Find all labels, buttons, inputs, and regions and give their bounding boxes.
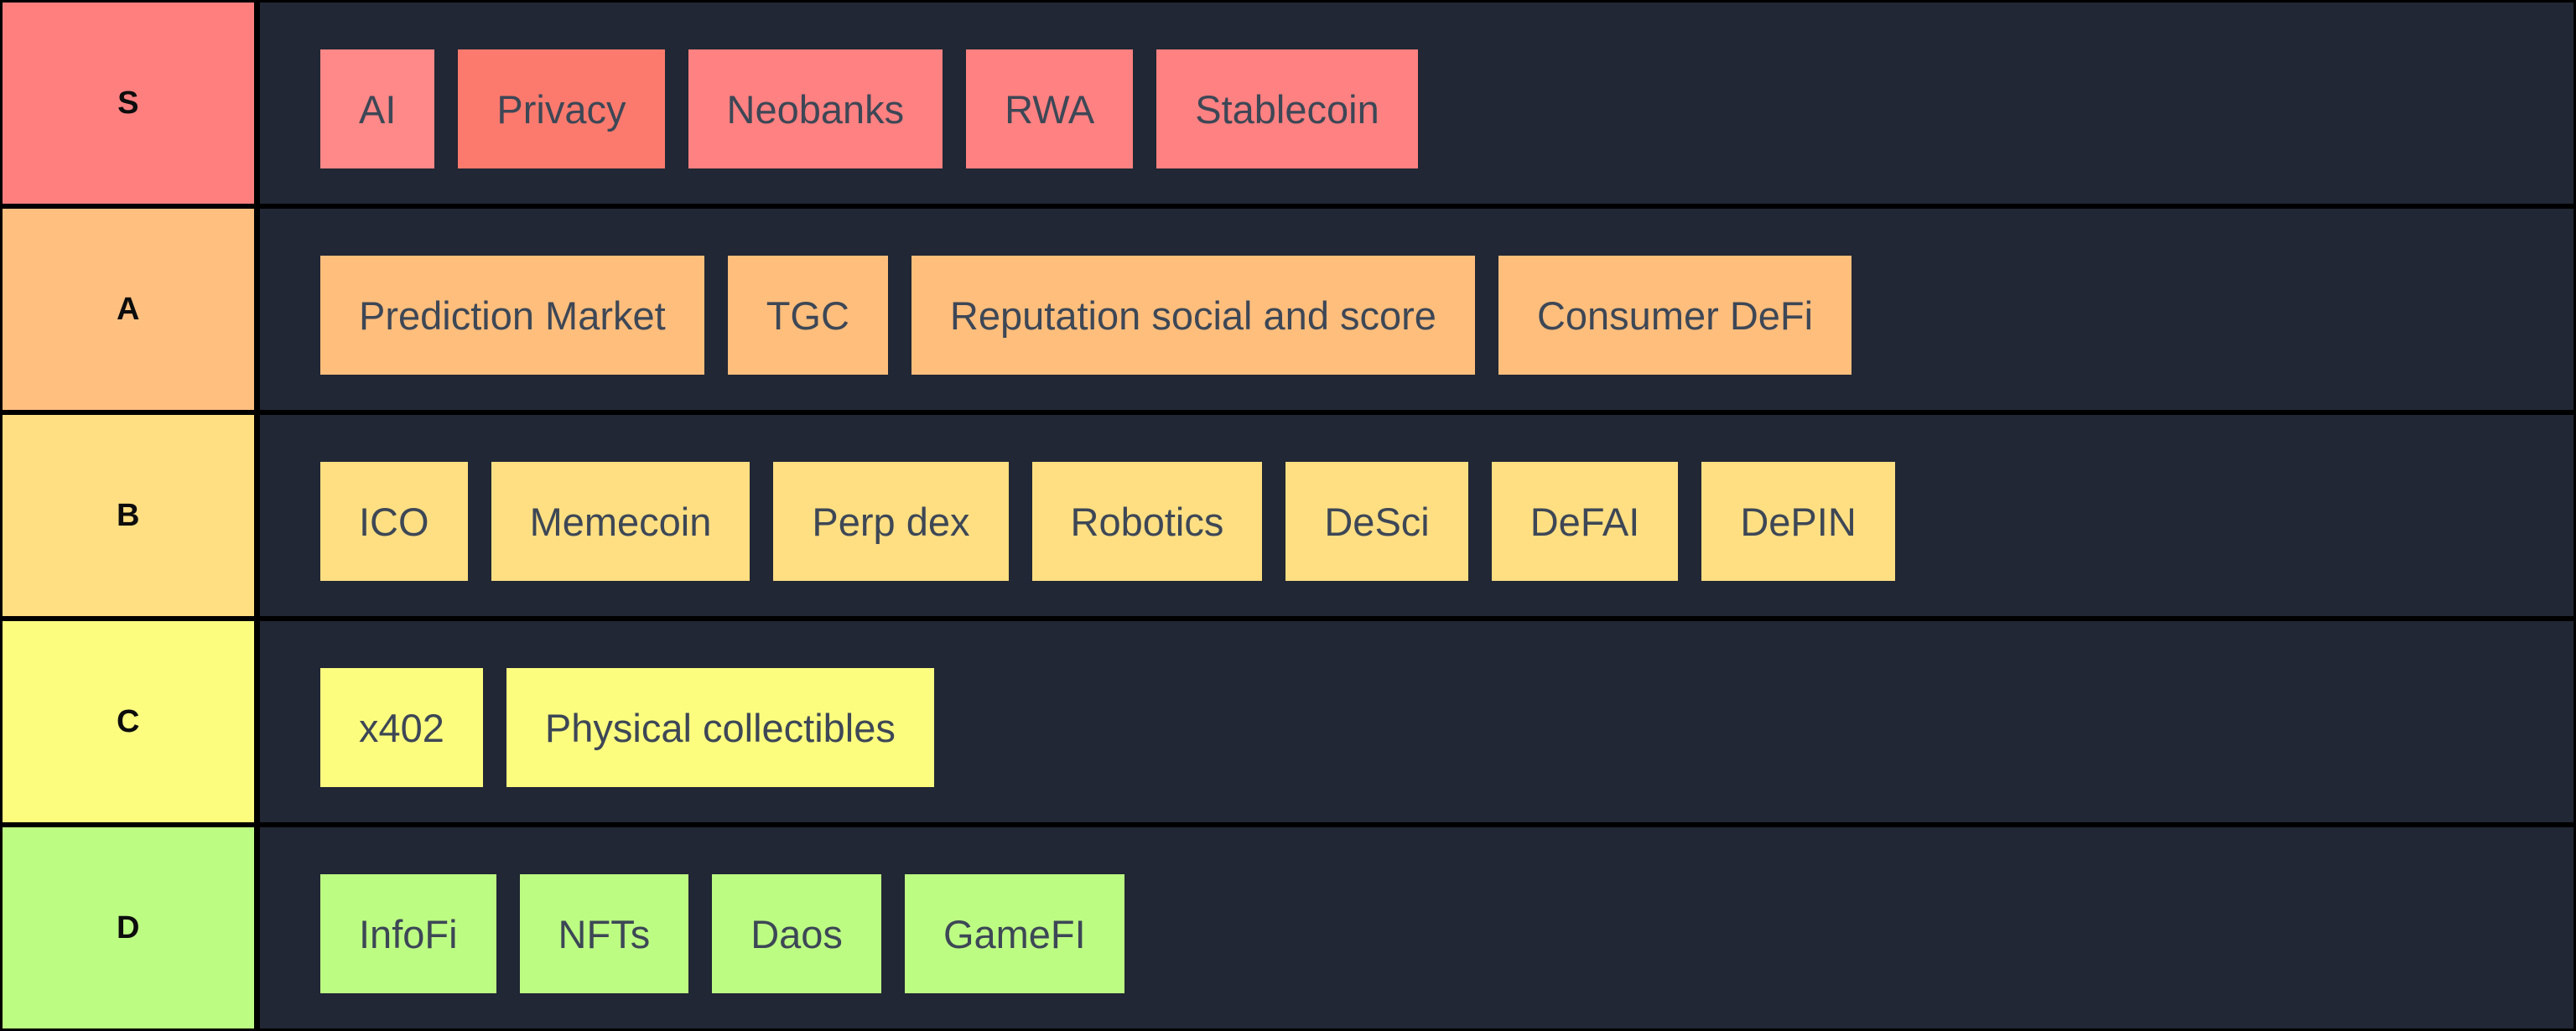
tier-item[interactable]: Physical collectibles xyxy=(506,668,934,787)
tier-item[interactable]: DeFAI xyxy=(1491,462,1679,581)
tier-item[interactable]: Stablecoin xyxy=(1156,49,1418,168)
tier-item[interactable]: x402 xyxy=(320,668,483,787)
tier-item[interactable]: NFTs xyxy=(519,874,689,993)
tier-item[interactable]: RWA xyxy=(966,49,1134,168)
tier-item[interactable]: Daos xyxy=(712,874,881,993)
tier-item[interactable]: DePIN xyxy=(1701,462,1895,581)
tier-item[interactable]: Prediction Market xyxy=(320,256,704,375)
tier-item[interactable]: GameFI xyxy=(904,874,1124,993)
tier-item[interactable]: TGC xyxy=(727,256,888,375)
tier-item[interactable]: InfoFi xyxy=(320,874,496,993)
tier-item[interactable]: Robotics xyxy=(1031,462,1263,581)
tier-label-b: B xyxy=(3,415,254,616)
tier-label-s: S xyxy=(3,3,254,204)
tier-item[interactable]: DeSci xyxy=(1285,462,1468,581)
tier-item[interactable]: AI xyxy=(320,49,435,168)
tier-item[interactable]: Consumer DeFi xyxy=(1498,256,1852,375)
tier-item[interactable]: ICO xyxy=(320,462,468,581)
tier-item[interactable]: Perp dex xyxy=(773,462,1009,581)
tier-item[interactable]: Reputation social and score xyxy=(911,256,1475,375)
tier-item[interactable]: Neobanks xyxy=(688,49,943,168)
tier-item[interactable]: Memecoin xyxy=(491,462,750,581)
tier-label-d: D xyxy=(3,827,254,1028)
tier-item[interactable]: Privacy xyxy=(458,49,665,168)
tier-label-a: A xyxy=(3,209,254,410)
tier-label-c: C xyxy=(3,621,254,822)
